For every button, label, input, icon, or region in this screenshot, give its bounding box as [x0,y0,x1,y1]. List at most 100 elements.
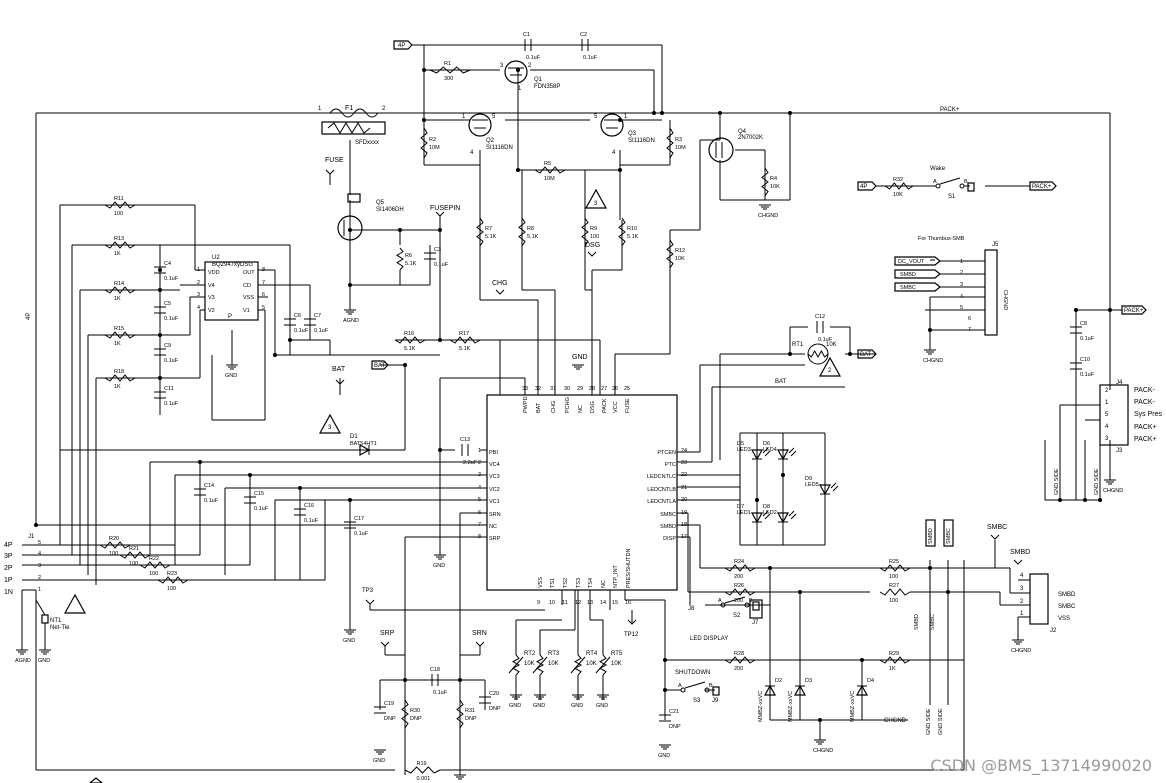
j3-pin-2: 5 [1105,412,1109,418]
resistor-value-r6: 5.1K [405,261,417,267]
capacitor-c2: C20.1uF [580,32,598,61]
j2-pin-1: 3 [1020,586,1024,592]
q5-ref: Q5 [376,200,385,206]
j1-pin-2: 3 [38,563,41,569]
capacitor-c3: C30.1uF [424,247,449,268]
j2-label-2: VSS [1058,616,1070,622]
label-gnd-side-1: GND SIDE [926,708,932,735]
led-ref-d8: D8 [763,504,770,510]
j3-pin-4: 3 [1105,436,1109,442]
net-srp: SRP [380,630,395,637]
resistor-ref-r8: R8 [527,226,534,232]
resistor-ref-r15: R15 [114,326,124,332]
led-label-d6: LED4 [763,447,777,453]
resistor-r23 [157,576,189,584]
capacitor-value-c11: 0.1uF [164,401,179,407]
capacitor-ref-c13: C13 [460,437,470,443]
q1-ref: Q1 [534,77,543,83]
resistor-ref-r20: R20 [109,536,119,542]
ground-symbol: GND [571,694,584,709]
resistor-r17 [449,336,481,344]
u2-pin-7: 7 [262,280,265,286]
j1-pin-1: 4 [38,551,41,557]
u2-pin-name-CD: CD [243,283,251,289]
resistor-ref-r5: R5 [544,161,551,167]
jumper-j8: J8 [688,606,695,612]
j1-label-3: 1P [4,577,13,584]
main-top-name-VCC: VCC [613,401,619,413]
resistor-r20 [99,541,131,549]
j5-gnd-label: CHGND [1002,290,1008,310]
diode-ref-d4: D4 [867,678,874,684]
ground-label-agnd: AGND [343,318,359,324]
capacitor-ref-c4: C4 [164,261,171,267]
resistor-ref-r6: R6 [405,253,412,259]
capacitor-c1: C10.1uF [523,32,541,61]
ground-label-gnd: GND [373,758,385,764]
switch-pin-a-s2: A [718,598,722,604]
led-ref-d6: D6 [763,441,770,447]
main-top-pin-30: 30 [564,386,570,392]
main-top-pin-31: 31 [550,386,556,392]
thermistor-ref-rt4: RT4 [586,651,598,657]
j5-ref: J5 [992,242,999,248]
net-bat-flag: BAT [374,363,386,369]
main-left-pin-2: 2 [478,460,481,466]
nt1-ref: NT1 [50,618,62,624]
q3-part: SI1116DN [628,138,655,144]
main-left-name-PBI: PBI [489,450,498,456]
main-right-name-SMBD: SMBD [660,524,676,530]
capacitor-ref-c5: C5 [164,301,171,307]
main-bottom-name-PRES/SHUTDN: PRES/SHUTDN [626,549,632,588]
main-top-name-PWPD: PWPD [523,396,529,413]
svg-text:4: 4 [470,150,474,156]
resistor-value-r19: 0.001 [417,776,431,782]
q2-ref: Q2 [486,138,495,144]
ground-label-gnd: GND [571,703,583,709]
mosfet-q4: Q4 2N7002K [708,129,763,163]
main-left-pin-8: 8 [478,534,481,540]
j3-ref: J3 [1116,448,1123,454]
ground-label-chgnd: CHGND [813,748,833,754]
thermistor-value-rt4: 10K [586,661,597,667]
label-gnd-side-3: GND SIDE [1054,468,1060,495]
resistor-value-r27: 100 [889,598,898,604]
j2-ref: J2 [1050,628,1057,634]
resistor-r19 [404,766,441,774]
resistor-r11 [104,201,136,209]
q4-ref: Q4 [738,129,747,135]
thermistor-ref-rt3: RT3 [548,651,560,657]
switch-ref-s3: S3 [693,698,701,704]
capacitor-value-c7: 0.1uF [314,328,329,334]
capacitor-value-c5: 0.1uF [164,316,179,322]
svg-text:1: 1 [518,86,522,92]
j1-side-label: 4P [26,313,32,320]
resistor-value-r23: 100 [167,586,176,592]
net-pack-plus-right: PACK+ [1124,308,1144,314]
resistor-r2 [420,127,428,159]
diode-part-d2: MMBZ-xxVC [758,691,764,722]
thermistor-value-rt1: 10K [826,342,837,348]
ground-label-agnd: AGND [15,658,31,664]
resistor-ref-r1: R1 [444,61,451,67]
label-smbd-v: SMBD [914,614,920,630]
capacitor-ref-c18: C18 [430,667,440,673]
q2-part: SI1116DN [486,145,513,151]
u2-pin-2: 2 [197,280,200,286]
resistor-value-r25: 100 [889,574,898,580]
capacitor-value-c18: 0.1uF [433,690,448,696]
capacitor-value-c9: 0.1uF [164,358,179,364]
capacitor-c18: C18 0.1uF [430,667,448,696]
u2-pin-5: 5 [262,305,265,311]
main-top-name-PACK: PACK [602,398,608,413]
resistor-value-r4: 10K [770,184,780,190]
main-left-name-NC: NC [489,524,497,530]
main-top-name-PCHG: PCHG [565,397,571,413]
j1-label-2: 2P [4,565,13,572]
